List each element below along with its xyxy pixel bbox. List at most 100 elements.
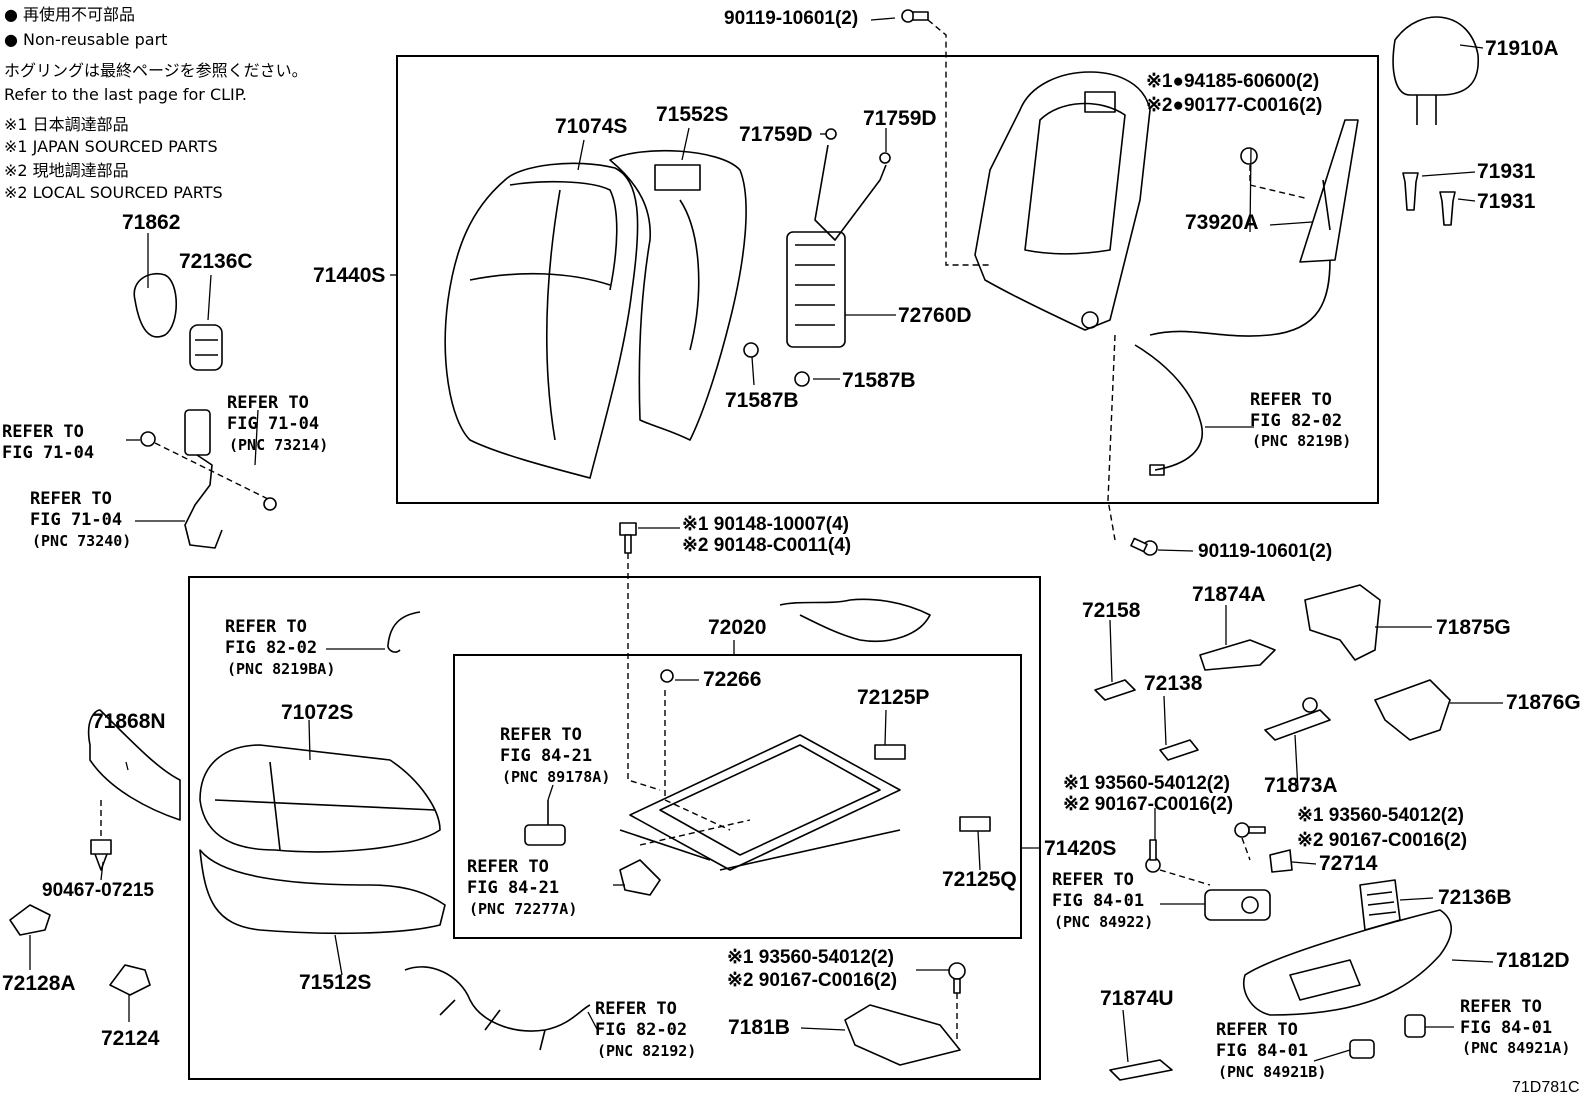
label-90148-1: ※1 90148-10007(4) bbox=[682, 514, 849, 535]
headrest-supports-71759D bbox=[814, 128, 891, 241]
ref-89178A: REFER TO FIG 84-21 (PNC 89178A) bbox=[500, 725, 610, 786]
ref-82192: REFER TO FIG 82-02 (PNC 82192) bbox=[595, 999, 696, 1060]
label-90167-c2: ※2 90167-C0016(2) bbox=[727, 970, 897, 991]
label-72266: 72266 bbox=[703, 668, 761, 691]
cover-71875G bbox=[1304, 584, 1381, 661]
svg-text:REFER TO: REFER TO bbox=[1052, 870, 1134, 890]
label-71512S: 71512S bbox=[299, 971, 371, 994]
label-72714: 72714 bbox=[1319, 852, 1378, 875]
svg-text:(PNC 82192): (PNC 82192) bbox=[597, 1042, 696, 1060]
svg-text:FIG 82-02: FIG 82-02 bbox=[1250, 411, 1342, 431]
side-cover-71812D bbox=[1243, 909, 1453, 1016]
label-71420S: 71420S bbox=[1044, 837, 1116, 860]
label-90119-top: 90119-10601(2) bbox=[724, 8, 858, 29]
label-71874A: 71874A bbox=[1192, 583, 1266, 606]
bracket-72277A bbox=[619, 859, 661, 896]
label-71587B-a: 71587B bbox=[842, 369, 916, 392]
label-71910A: 71910A bbox=[1485, 37, 1559, 60]
svg-text:FIG 84-21: FIG 84-21 bbox=[500, 746, 592, 766]
seatback-group-frame bbox=[396, 55, 1379, 504]
svg-text:(PNC 73240): (PNC 73240) bbox=[32, 532, 131, 550]
svg-text:(PNC 89178A): (PNC 89178A) bbox=[502, 768, 610, 786]
switch-knob-84921A bbox=[1404, 1014, 1426, 1038]
cushion-group-frame bbox=[188, 576, 1041, 1080]
ref-8219BA: REFER TO FIG 82-02 (PNC 8219BA) bbox=[225, 617, 335, 678]
label-90467: 90467-07215 bbox=[42, 880, 154, 901]
side-airbag-73920A bbox=[1149, 119, 1359, 337]
svg-text:REFER TO: REFER TO bbox=[467, 857, 549, 877]
bracket-72714 bbox=[1269, 849, 1293, 873]
legend-nonreusable-jp: ● 再使用不可部品 bbox=[4, 5, 135, 24]
label-72124: 72124 bbox=[101, 1027, 160, 1050]
legend-nonreusable-en: ● Non-reusable part bbox=[4, 30, 167, 49]
label-73920A: 73920A bbox=[1185, 211, 1259, 234]
headrest-71910A bbox=[1392, 16, 1480, 125]
bolt-90119-bottom bbox=[1130, 537, 1158, 556]
cover-71862 bbox=[133, 273, 177, 338]
clip-71587B-b bbox=[794, 371, 810, 387]
bracket-72125Q bbox=[959, 816, 991, 832]
label-71873A: 71873A bbox=[1264, 774, 1338, 797]
upper-harness-72020 bbox=[779, 598, 931, 643]
ref-73240: REFER TO FIG 71-04 (PNC 73240) bbox=[30, 489, 131, 550]
cover-72158 bbox=[1094, 679, 1136, 701]
label-71759D-a: 71759D bbox=[739, 123, 813, 146]
legend-japan-en: ※1 JAPAN SOURCED PARTS bbox=[4, 137, 218, 156]
legend-clip-en: Refer to the last page for CLIP. bbox=[4, 85, 247, 104]
label-90119-bottom: 90119-10601(2) bbox=[1198, 541, 1332, 562]
seat-cushion-cover-71072S bbox=[199, 744, 441, 853]
label-90167-a2: ※2 90167-C0016(2) bbox=[1063, 794, 1233, 815]
label-71759D-b: 71759D bbox=[863, 107, 937, 130]
svg-text:FIG 84-01: FIG 84-01 bbox=[1460, 1018, 1552, 1038]
label-90177: ※2●90177-C0016(2) bbox=[1146, 95, 1322, 116]
svg-text:FIG 84-01: FIG 84-01 bbox=[1216, 1041, 1308, 1061]
svg-text:FIG 71-04: FIG 71-04 bbox=[30, 510, 122, 530]
cover-71874U bbox=[1109, 1059, 1173, 1081]
label-71931-a: 71931 bbox=[1477, 160, 1536, 183]
bracket-7181B bbox=[844, 1004, 961, 1066]
leader-lines bbox=[29, 17, 1503, 1063]
svg-text:(PNC 84922): (PNC 84922) bbox=[1054, 913, 1153, 931]
label-71875G: 71875G bbox=[1436, 616, 1511, 639]
svg-text:REFER TO: REFER TO bbox=[2, 422, 84, 442]
label-71440S: 71440S bbox=[313, 264, 385, 287]
nut-94185 bbox=[1240, 147, 1258, 165]
switch-knob-84921B bbox=[1349, 1039, 1375, 1059]
sensor-89178A bbox=[524, 800, 566, 846]
bolt-90119-top bbox=[901, 9, 929, 23]
label-93560-a1: ※1 93560-54012(2) bbox=[1063, 773, 1230, 794]
clip-72266 bbox=[660, 669, 674, 683]
bolt-93560-a bbox=[1145, 839, 1161, 873]
clip-72124 bbox=[109, 964, 151, 996]
clip-72128A bbox=[9, 904, 51, 936]
ref-84921A: REFER TO FIG 84-01 (PNC 84921A) bbox=[1460, 997, 1570, 1057]
label-90148-2: ※2 90148-C0011(4) bbox=[682, 535, 851, 556]
svg-text:(PNC 73214): (PNC 73214) bbox=[229, 436, 328, 454]
cover-71874A bbox=[1199, 639, 1276, 671]
ref-fig-71-04: REFER TO FIG 71-04 bbox=[2, 422, 94, 463]
svg-text:FIG 82-02: FIG 82-02 bbox=[595, 1020, 687, 1040]
bolt-90148 bbox=[619, 522, 637, 554]
switch-84922 bbox=[1204, 889, 1271, 921]
part-labels: 90119-10601(2) 71910A ※1●94185-60600(2) … bbox=[2, 8, 1581, 1096]
label-71874U: 71874U bbox=[1100, 987, 1174, 1010]
illustration-code: 71D781C bbox=[1512, 1079, 1580, 1096]
label-94185: ※1●94185-60600(2) bbox=[1146, 71, 1319, 92]
label-71862: 71862 bbox=[122, 211, 180, 234]
knob-72136C bbox=[189, 324, 223, 371]
label-72760D: 72760D bbox=[898, 304, 972, 327]
dashed-lines bbox=[100, 19, 1306, 1040]
svg-text:FIG 71-04: FIG 71-04 bbox=[227, 414, 319, 434]
svg-text:(PNC 8219BA): (PNC 8219BA) bbox=[227, 660, 335, 678]
label-71812D: 71812D bbox=[1496, 949, 1570, 972]
ref-8219B: REFER TO FIG 82-02 (PNC 8219B) bbox=[1250, 390, 1351, 450]
ref-72277A: REFER TO FIG 84-21 (PNC 72277A) bbox=[467, 857, 577, 918]
legend: ● 再使用不可部品 ● Non-reusable part ホグリングは最終ペー… bbox=[4, 5, 308, 202]
svg-text:REFER TO: REFER TO bbox=[500, 725, 582, 745]
legend-local-jp: ※2 現地調達部品 bbox=[4, 161, 129, 180]
ref-73214: REFER TO FIG 71-04 (PNC 73214) bbox=[227, 393, 328, 454]
svg-text:FIG 84-21: FIG 84-21 bbox=[467, 878, 559, 898]
airbag-wire-8219B bbox=[1134, 344, 1203, 476]
label-93560-c1: ※1 93560-54012(2) bbox=[727, 947, 894, 968]
label-72136B: 72136B bbox=[1438, 886, 1512, 909]
